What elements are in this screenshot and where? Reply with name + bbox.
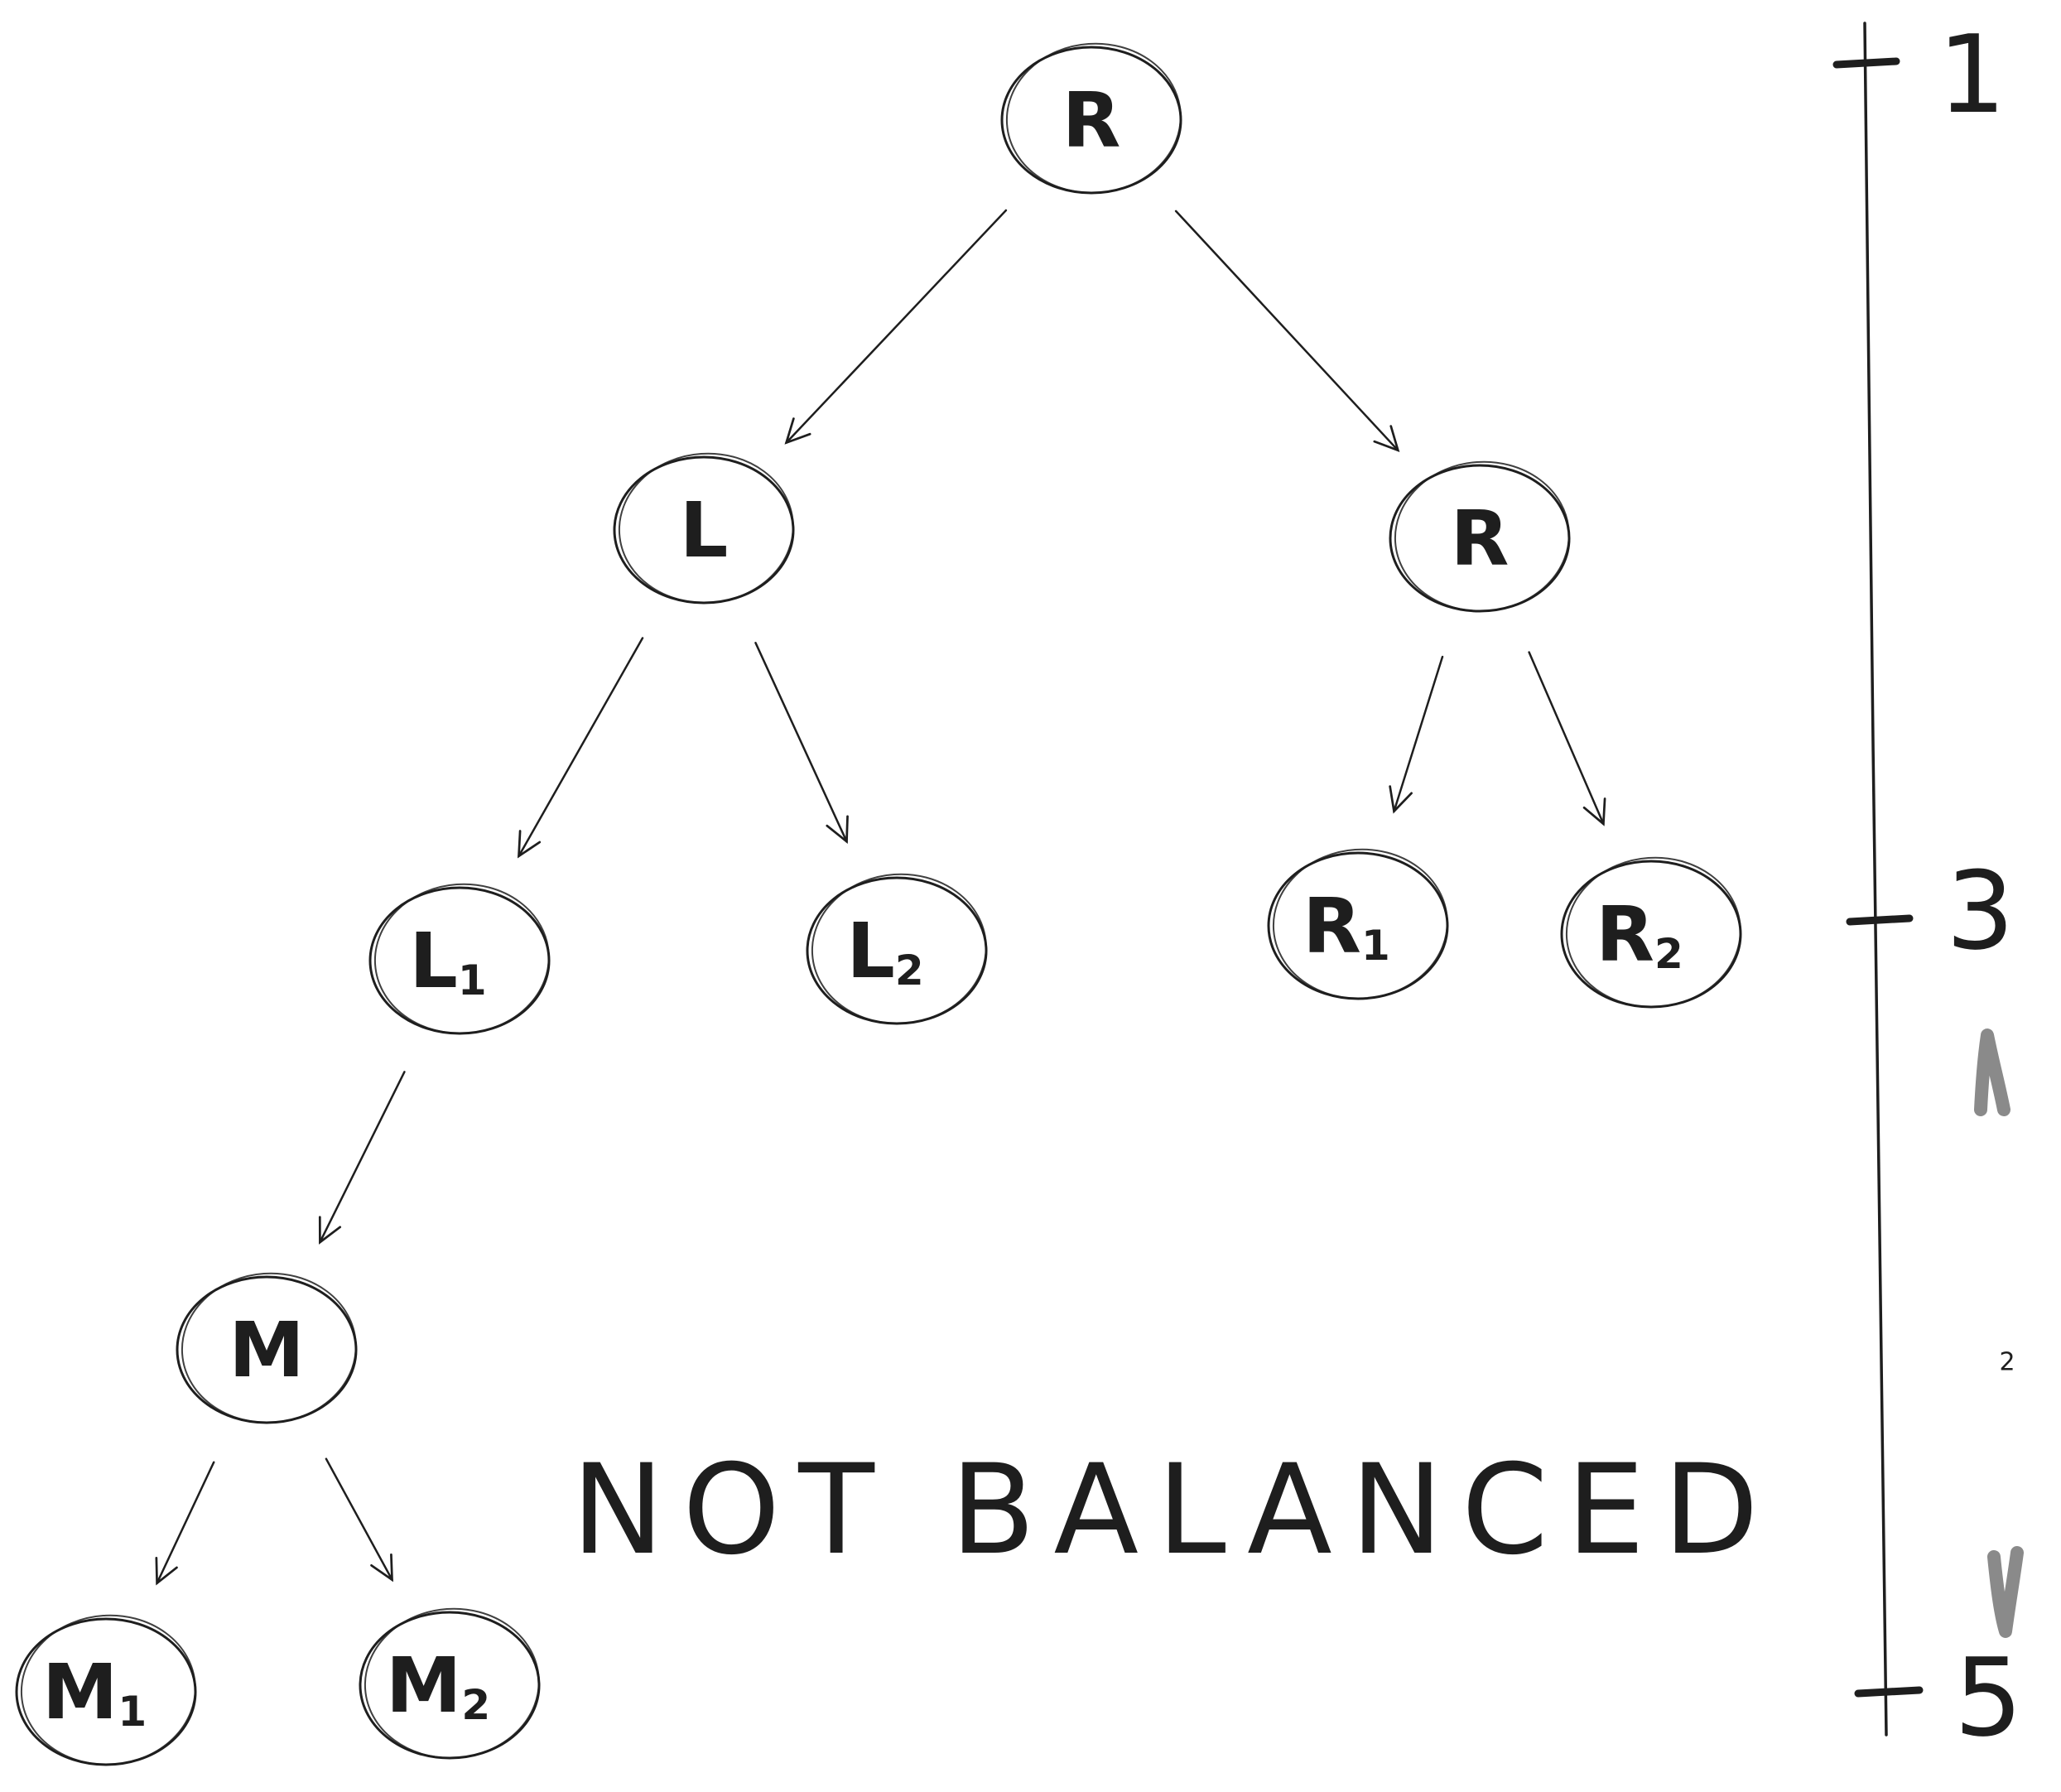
node-label: R: [1451, 494, 1510, 583]
node-right: R: [1389, 460, 1571, 613]
node-root: R: [1000, 42, 1182, 195]
height-scale: 1 3 5 2: [1832, 12, 2024, 1761]
edge-left-to-l2: [754, 642, 849, 844]
node-label-sub: 1: [1361, 922, 1390, 970]
node-r2: R2: [1560, 856, 1742, 1009]
node-label: M2: [386, 1641, 490, 1730]
node-label: R2: [1596, 890, 1683, 979]
node-label: L1: [409, 917, 486, 1005]
node-label-sub: 2: [1654, 930, 1683, 978]
node-label-main: L: [409, 917, 458, 1005]
scale-gap-label: 2: [1999, 1348, 2015, 1377]
scale-tick-bottom: [1854, 1686, 1924, 1698]
scale-label-top: 1: [1938, 12, 2006, 137]
scale-tick-mid: [1846, 914, 1914, 926]
node-m1: M1: [15, 1614, 197, 1766]
node-circle-sketch: [1005, 42, 1182, 194]
edge-m-to-m2: [325, 1457, 393, 1582]
node-label-main: R: [1596, 890, 1654, 979]
caption-text: NOT BALANCED: [571, 1438, 1777, 1582]
node-label-main: R: [1062, 76, 1121, 165]
scale-label-bottom: 5: [1954, 1635, 2023, 1761]
gap-arrow-up: [1974, 1028, 2010, 1116]
node-label-sub: 1: [118, 1688, 147, 1736]
node-label-sub: 2: [895, 947, 924, 995]
scale-label-mid: 3: [1946, 848, 2015, 974]
scale-tick-top: [1832, 57, 1900, 69]
node-circle-sketch: [1565, 856, 1741, 1008]
node-circle-sketch: [618, 452, 794, 604]
node-label-main: L: [680, 486, 729, 575]
node-circle-sketch: [1272, 848, 1448, 1000]
node-label-main: R: [1303, 882, 1361, 971]
node-m: M: [176, 1272, 358, 1424]
node-circle-sketch: [20, 1614, 196, 1766]
node-label: R: [1062, 76, 1121, 165]
edge-m-to-m1: [155, 1461, 215, 1586]
node-label: M: [229, 1306, 305, 1395]
node-m2: M2: [359, 1607, 541, 1760]
node-label: R1: [1303, 882, 1390, 971]
node-l1: L1: [368, 883, 551, 1035]
scale-axis-line: [1863, 22, 1888, 1737]
node-circle-sketch: [181, 1272, 357, 1423]
node-label-main: R: [1451, 494, 1510, 583]
node-label-main: M: [229, 1306, 305, 1395]
node-label-main: L: [846, 907, 895, 995]
edges-layer: [155, 209, 1606, 1586]
edge-root-to-left: [784, 209, 1008, 445]
edge-right-to-r2: [1528, 651, 1606, 826]
edge-l1-to-m: [318, 1071, 406, 1245]
node-label-main: M: [42, 1648, 118, 1737]
node-label-sub: 2: [461, 1681, 490, 1729]
node-circle-sketch: [364, 1607, 540, 1759]
node-label-main: M: [386, 1641, 462, 1730]
node-circle-sketch: [811, 873, 987, 1024]
node-circle-sketch: [373, 883, 550, 1034]
node-label: L: [680, 486, 729, 575]
edge-root-to-right: [1174, 210, 1400, 453]
node-l2: L2: [806, 873, 988, 1025]
gap-arrow-down: [1987, 1546, 2024, 1638]
node-label: L2: [846, 907, 923, 995]
node-r1: R1: [1267, 848, 1449, 1000]
node-label: M1: [42, 1648, 147, 1737]
edge-right-to-r1: [1389, 655, 1444, 814]
node-circle-sketch: [1394, 460, 1570, 612]
edge-left-to-l1: [517, 637, 644, 859]
node-left: L: [613, 452, 795, 605]
node-label-sub: 1: [458, 956, 487, 1004]
